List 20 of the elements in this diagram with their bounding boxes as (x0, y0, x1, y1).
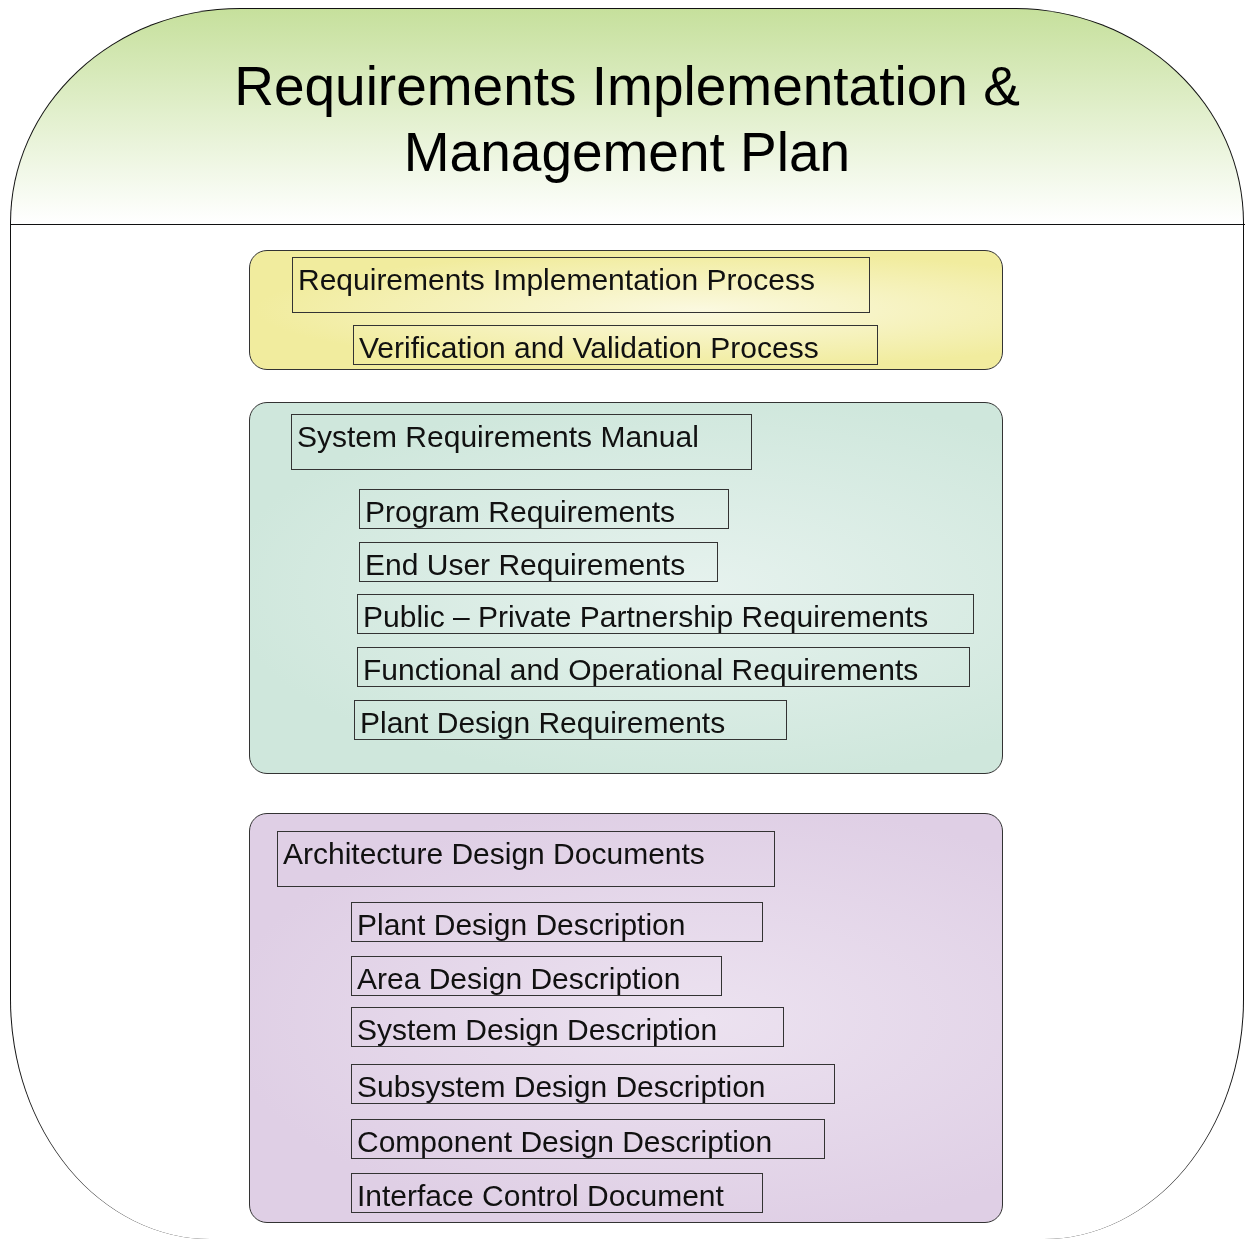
group-panel (249, 813, 1003, 1223)
document-box: Interface Control Document (351, 1173, 763, 1213)
document-box: Requirements Implementation Process (292, 257, 870, 313)
frame-heading: Requirements Implementation & Management Plan (233, 54, 1021, 185)
document-box: Functional and Operational Requirements (357, 647, 970, 687)
document-box: End User Requirements (359, 542, 718, 582)
document-box: Verification and Validation Process (353, 325, 878, 365)
document-box: Architecture Design Documents (277, 831, 775, 887)
document-box: Plant Design Description (351, 902, 763, 942)
document-box: Program Requirements (359, 489, 729, 529)
document-box: System Requirements Manual (291, 414, 752, 470)
group-panel (249, 402, 1003, 774)
document-box: Plant Design Requirements (354, 700, 787, 740)
plan-frame (10, 8, 1244, 1239)
group-panel (249, 250, 1003, 370)
document-box: Subsystem Design Description (351, 1064, 835, 1104)
document-box: Component Design Description (351, 1119, 825, 1159)
document-box: Area Design Description (351, 956, 722, 996)
document-box: System Design Description (351, 1007, 784, 1047)
document-box: Public – Private Partnership Requirements (357, 594, 974, 634)
